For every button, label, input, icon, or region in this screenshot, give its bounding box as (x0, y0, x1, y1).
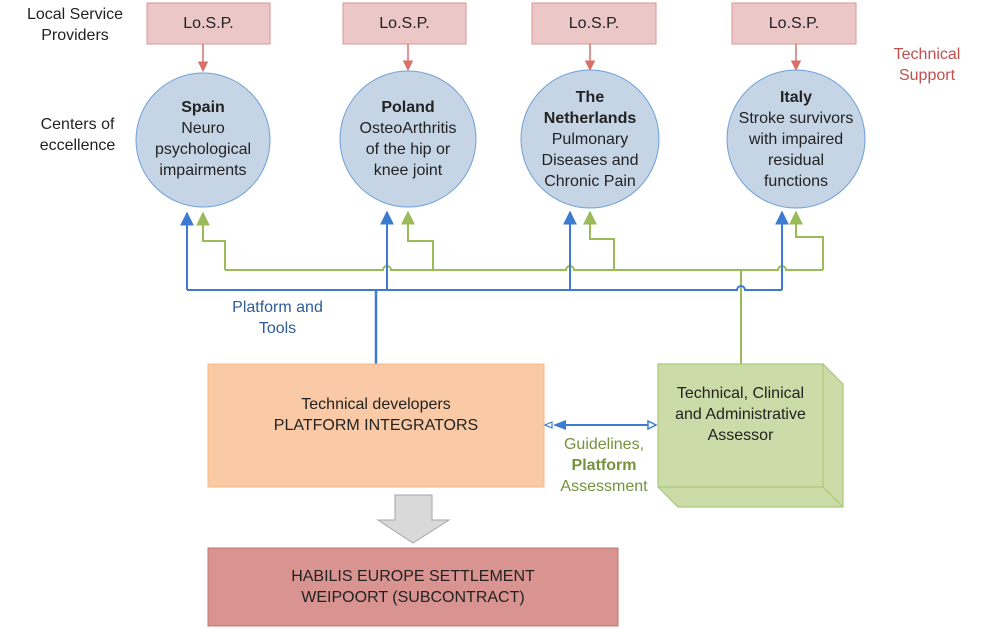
losp-box-poland (342, 2, 467, 45)
center-circle-spain (135, 72, 271, 208)
losp-label-netherlands: Lo.S.P. (568, 15, 620, 32)
assessor-box-label: Technical, Clinical and Administrative A… (675, 385, 806, 444)
green-connector-spain (196, 211, 226, 270)
losp-box-netherlands (531, 2, 657, 45)
losp-label-italy: Lo.S.P. (768, 15, 820, 32)
developers-box-label: Technical developers PLATFORM INTEGRATOR… (273, 396, 479, 434)
local-service-providers-label: Local Service Providers (26, 6, 124, 44)
center-circle-netherlands (520, 69, 660, 209)
center-label-italy: Italy Stroke survivors with impaired res… (738, 89, 854, 190)
center-circle-poland (339, 70, 477, 208)
losp-box-spain (146, 2, 271, 45)
assessor-box-edges (658, 364, 844, 508)
developers-box (207, 363, 545, 488)
settlement-box-label: HABILIS EUROPE SETTLEMENT WEIPOORT (SUBC… (291, 568, 535, 606)
platform-tools-label: Platform and Tools (232, 299, 323, 337)
centers-of-excellence-label: Centers of eccellence (39, 116, 116, 154)
losp-label-poland: Lo.S.P. (379, 15, 430, 32)
technical-support-label: Technical Support (893, 46, 961, 84)
losp-box-italy (731, 2, 857, 45)
green-connector-poland (401, 210, 434, 270)
guidelines-arrow-left-open-head (543, 421, 553, 429)
blue-horizontal-bus (187, 285, 782, 291)
center-label-poland: Poland OsteoArthritis of the hip or knee… (359, 99, 457, 179)
green-connector-netherlands (583, 210, 615, 270)
losp-label-spain: Lo.S.P. (183, 15, 234, 32)
center-label-spain: Spain Neuro psychological impairments (154, 99, 252, 179)
green-horizontal-bus (225, 265, 823, 271)
green-connector-italy (789, 210, 824, 270)
guidelines-label: Guidelines, Platform Assessment (560, 436, 648, 495)
guidelines-arrow-left-head (553, 420, 566, 430)
center-label-netherlands: The Netherlands Pulmonary Diseases and C… (541, 89, 639, 190)
settlement-box (207, 547, 619, 627)
block-arrow-down (376, 494, 451, 544)
center-circle-italy (726, 69, 866, 209)
